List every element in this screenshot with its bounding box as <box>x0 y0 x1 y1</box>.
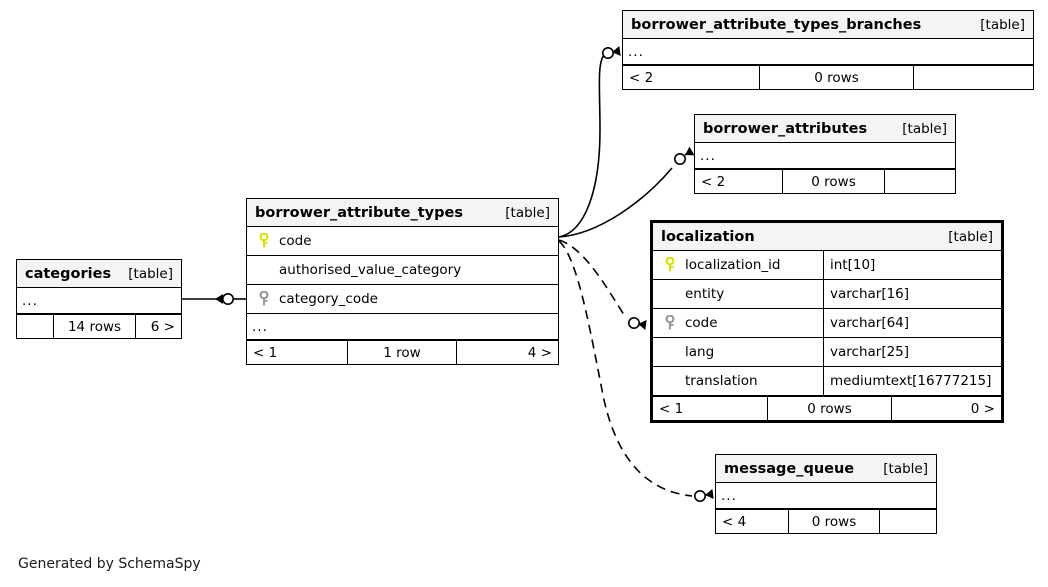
hidden-columns-ellipsis: ... <box>247 314 558 340</box>
table-footer: < 1 0 rows 0 > <box>653 396 1001 420</box>
primary-key-icon <box>253 233 275 249</box>
table-categories[interactable]: categories [table] ... 14 rows 6 > <box>16 259 182 339</box>
table-title: borrower_attribute_types_branches <box>631 16 922 33</box>
footer-children-count <box>880 510 936 533</box>
column-row[interactable]: translation mediumtext[16777215] <box>653 367 1001 396</box>
table-borrower-attribute-types[interactable]: borrower_attribute_types [table] code au… <box>246 198 559 365</box>
footer-row-count: 1 row <box>347 341 457 364</box>
edge-categories-to-borrower-attribute-types <box>182 292 246 305</box>
table-footer: 14 rows 6 > <box>17 314 181 338</box>
table-header: borrower_attributes [table] <box>695 115 955 143</box>
column-name: authorised_value_category <box>279 262 462 278</box>
column-row[interactable]: entity varchar[16] <box>653 280 1001 309</box>
footer-row-count: 0 rows <box>759 66 914 89</box>
table-footer: < 2 0 rows <box>623 65 1033 89</box>
table-title: borrower_attributes <box>703 120 868 137</box>
table-kind-label: [table] <box>902 120 947 137</box>
column-row[interactable]: lang varchar[25] <box>653 338 1001 367</box>
footer-row-count: 0 rows <box>788 510 880 533</box>
footer-children-count: 4 > <box>527 344 552 361</box>
column-name: lang <box>685 344 715 360</box>
column-row[interactable]: code <box>247 227 558 256</box>
footer-parents-count: < 2 <box>629 69 654 86</box>
footer-children-count <box>914 66 1033 89</box>
hidden-columns-ellipsis: ... <box>17 288 181 314</box>
table-header: borrower_attribute_types_branches [table… <box>623 11 1033 39</box>
footer-children-count: 0 > <box>970 400 995 417</box>
hidden-columns-ellipsis: ... <box>716 483 936 509</box>
primary-key-icon <box>659 257 681 273</box>
table-borrower-attribute-types-branches[interactable]: borrower_attribute_types_branches [table… <box>622 10 1034 90</box>
table-header: localization [table] <box>653 223 1001 251</box>
table-localization[interactable]: localization [table] localization_id int… <box>650 220 1004 423</box>
column-name: localization_id <box>685 257 781 273</box>
edge-types-to-localization <box>558 239 647 330</box>
column-type: varchar[64] <box>823 309 1001 337</box>
column-row[interactable]: category_code <box>247 285 558 314</box>
table-kind-label: [table] <box>883 460 928 477</box>
table-title: borrower_attribute_types <box>255 204 463 221</box>
column-name: translation <box>685 373 758 389</box>
table-message-queue[interactable]: message_queue [table] ... < 4 0 rows <box>715 454 937 534</box>
footer-children-count <box>885 170 955 193</box>
table-kind-label: [table] <box>505 204 550 221</box>
table-title: categories <box>25 265 112 282</box>
generated-by-caption: Generated by SchemaSpy <box>18 556 201 572</box>
footer-parents-count: < 1 <box>659 400 684 417</box>
column-name: code <box>685 315 718 331</box>
column-type: mediumtext[16777215] <box>823 367 1001 395</box>
hidden-columns-ellipsis: ... <box>695 143 955 169</box>
column-name: category_code <box>279 291 378 307</box>
table-title: message_queue <box>724 460 855 477</box>
footer-row-count: 14 rows <box>53 315 136 338</box>
foreign-key-icon <box>659 315 681 331</box>
table-kind-label: [table] <box>128 265 173 282</box>
footer-parents-count: < 1 <box>253 344 278 361</box>
table-footer: < 2 0 rows <box>695 169 955 193</box>
foreign-key-icon <box>253 291 275 307</box>
edge-types-to-types-branches <box>558 46 621 238</box>
table-kind-label: [table] <box>948 228 993 245</box>
footer-row-count: 0 rows <box>767 397 892 420</box>
column-type: varchar[25] <box>823 338 1001 366</box>
column-row[interactable]: localization_id int[10] <box>653 251 1001 280</box>
column-name: entity <box>685 286 725 302</box>
footer-children-count: 6 > <box>150 318 175 335</box>
column-type: int[10] <box>823 251 1001 279</box>
table-title: localization <box>661 228 755 245</box>
column-row[interactable]: code varchar[64] <box>653 309 1001 338</box>
hidden-columns-ellipsis: ... <box>623 39 1033 65</box>
table-kind-label: [table] <box>980 16 1025 33</box>
footer-parents-count: < 2 <box>701 173 726 190</box>
table-header: categories [table] <box>17 260 181 288</box>
column-type: varchar[16] <box>823 280 1001 308</box>
table-borrower-attributes[interactable]: borrower_attributes [table] ... < 2 0 ro… <box>694 114 956 194</box>
table-header: borrower_attribute_types [table] <box>247 199 558 227</box>
column-name: code <box>279 233 312 249</box>
column-row[interactable]: authorised_value_category <box>247 256 558 285</box>
footer-parents-count: < 4 <box>722 513 747 530</box>
footer-row-count: 0 rows <box>782 170 885 193</box>
table-footer: < 1 1 row 4 > <box>247 340 558 364</box>
table-header: message_queue [table] <box>716 455 936 483</box>
footer-parents-count <box>17 315 53 338</box>
table-footer: < 4 0 rows <box>716 509 936 533</box>
